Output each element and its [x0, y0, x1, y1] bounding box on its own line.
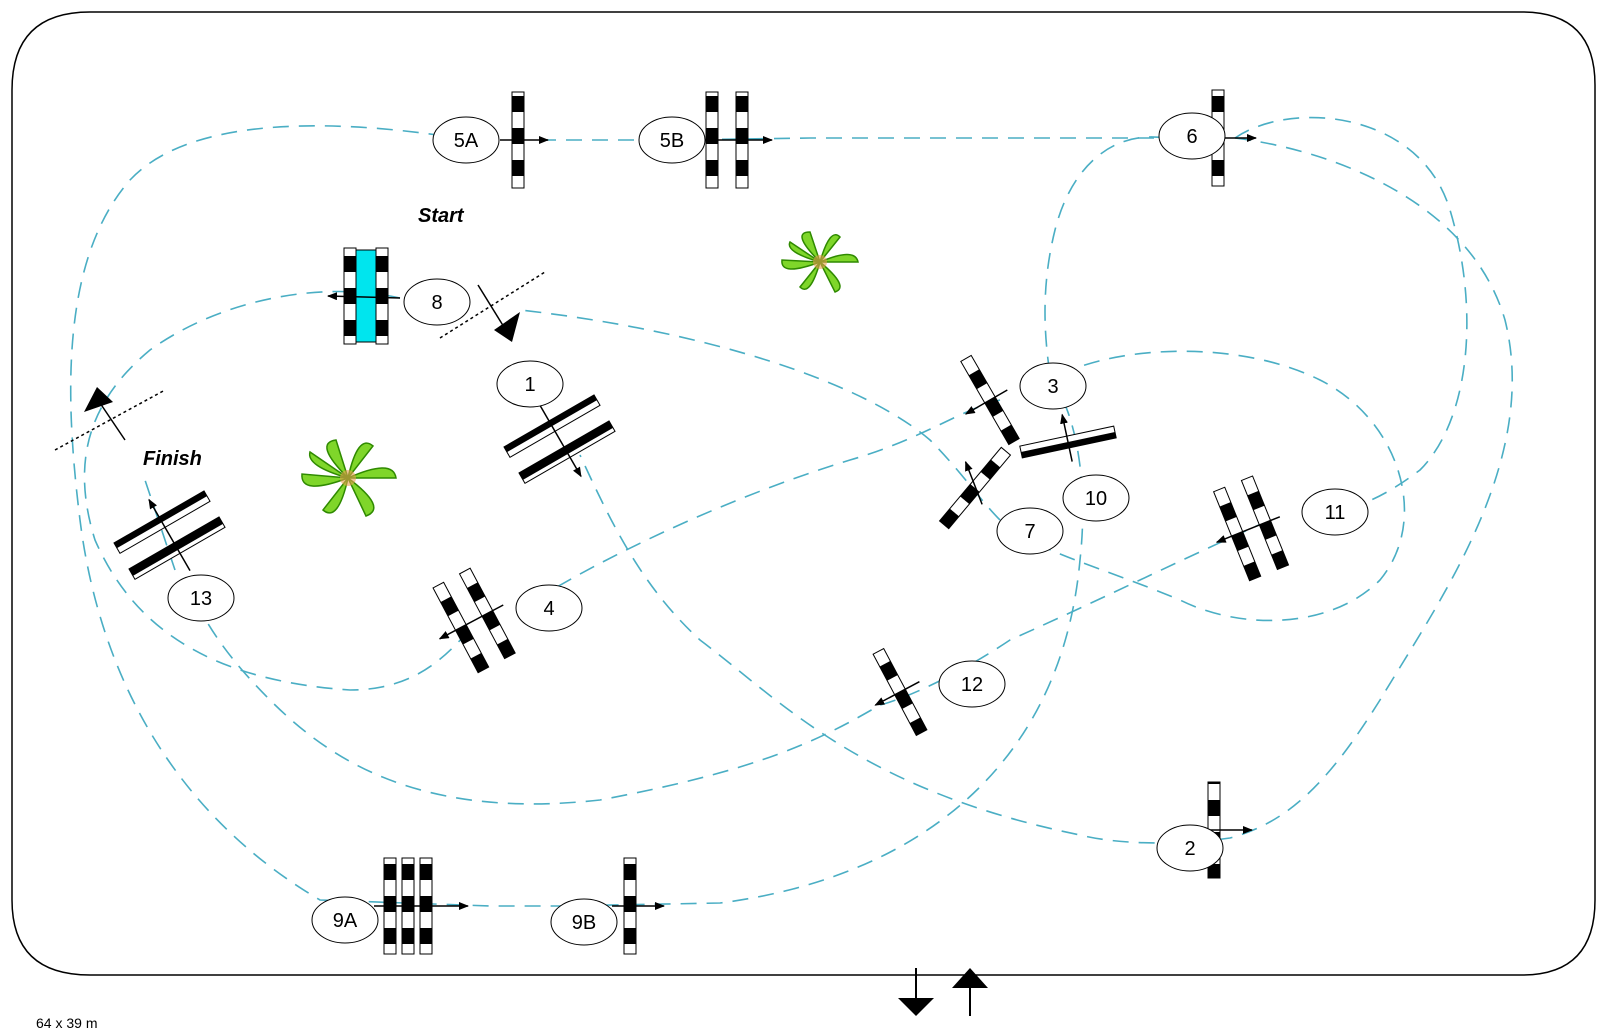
svg-text:4: 4	[543, 598, 554, 620]
obstacle-number-5a: 5A	[432, 116, 500, 164]
jump-13	[113, 490, 226, 581]
svg-text:3: 3	[1047, 376, 1058, 398]
plant-icon	[301, 439, 397, 517]
obstacle-number-10: 10	[1062, 474, 1130, 522]
jump-8-water	[327, 247, 401, 345]
plant-icon	[781, 231, 859, 293]
entrance-exit-arrows	[898, 968, 988, 1016]
jump-9b	[612, 857, 665, 955]
jump-4	[432, 567, 516, 674]
svg-text:9A: 9A	[333, 910, 358, 932]
svg-text:12: 12	[961, 674, 983, 696]
svg-text:5A: 5A	[454, 130, 479, 152]
obstacle-number-9b: 9B	[550, 898, 618, 946]
obstacle-number-13: 13	[167, 574, 235, 622]
jump-12	[872, 647, 928, 737]
jump-11	[1212, 475, 1290, 582]
start-label: Start	[418, 205, 465, 227]
svg-text:2: 2	[1184, 838, 1195, 860]
obstacle-number-1: 1	[496, 360, 564, 408]
arena-dimensions: 64 x 39 m	[36, 1015, 97, 1031]
obstacle-number-5b: 5B	[638, 116, 706, 164]
jump-5a	[500, 91, 549, 189]
jump-7	[938, 446, 1012, 530]
svg-text:6: 6	[1186, 126, 1197, 148]
jump-3	[960, 354, 1020, 446]
start-arrow-head	[494, 312, 520, 342]
finish-arrow	[97, 399, 126, 441]
obstacle-number-9a: 9A	[311, 896, 379, 944]
obstacle-number-6: 6	[1158, 112, 1226, 160]
svg-text:7: 7	[1024, 521, 1035, 543]
obstacle-number-11: 11	[1301, 488, 1369, 536]
svg-text:5B: 5B	[660, 130, 684, 152]
riding-path	[69, 116, 1514, 907]
arena-outline	[11, 11, 1596, 976]
obstacle-number-12: 12	[938, 660, 1006, 708]
obstacle-number-3: 3	[1019, 362, 1087, 410]
jump-9a	[374, 857, 469, 955]
finish-label: Finish	[143, 448, 202, 470]
svg-text:11: 11	[1325, 502, 1346, 524]
obstacle-number-8: 8	[403, 278, 471, 326]
obstacle-number-4: 4	[515, 584, 583, 632]
finish-line	[54, 389, 166, 451]
jump-1	[503, 394, 616, 485]
svg-text:9B: 9B	[572, 912, 596, 934]
svg-text:1: 1	[524, 374, 535, 396]
svg-text:13: 13	[190, 588, 212, 610]
obstacle-number-2: 2	[1156, 824, 1224, 872]
finish-arrow-head	[84, 387, 113, 412]
start-line	[439, 271, 546, 339]
jump-5b	[694, 91, 773, 189]
svg-text:8: 8	[431, 292, 442, 314]
obstacle-number-7: 7	[996, 507, 1064, 555]
jump-10	[1019, 413, 1117, 462]
svg-text:10: 10	[1085, 488, 1107, 510]
